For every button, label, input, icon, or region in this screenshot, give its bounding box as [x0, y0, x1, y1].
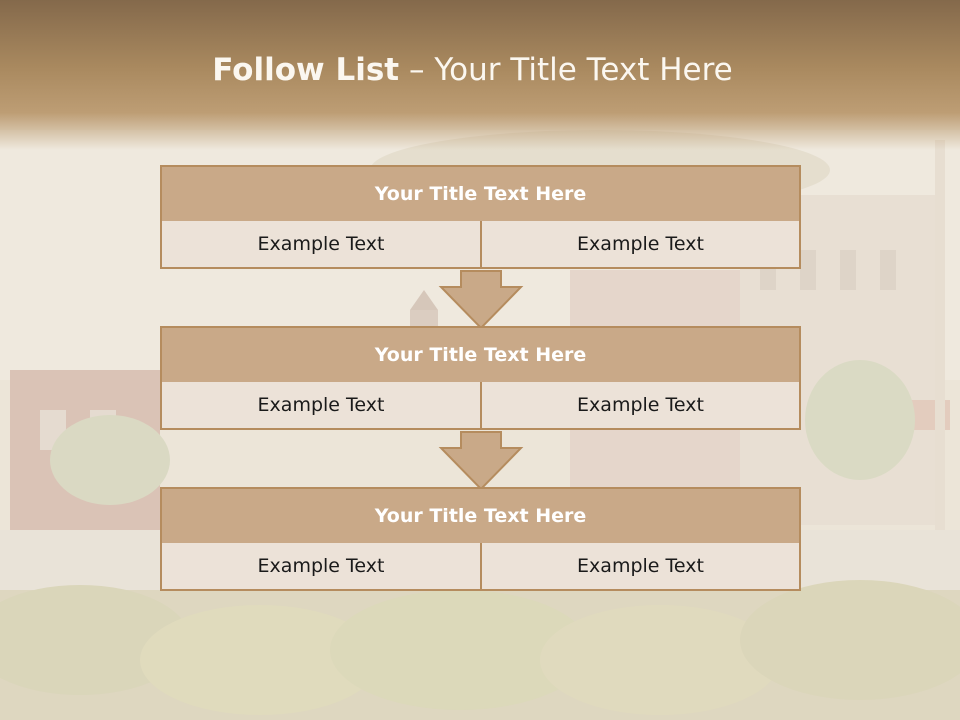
step-1-right-text: Example Text: [480, 221, 801, 269]
step-title-1: Your Title Text Here: [160, 165, 801, 223]
step-block-1: Your Title Text Here Example Text Exampl…: [160, 165, 801, 271]
step-2-right-text: Example Text: [480, 382, 801, 430]
step-3-right-text: Example Text: [480, 543, 801, 591]
title-band: [0, 0, 960, 150]
step-2-left-text: Example Text: [160, 382, 482, 430]
slide-title-bold: Follow List: [212, 52, 400, 88]
down-arrow-icon: [438, 270, 524, 330]
step-block-2: Your Title Text Here Example Text Exampl…: [160, 326, 801, 432]
slide-title-rest: – Your Title Text Here: [399, 52, 733, 88]
slide-title: Follow List – Your Title Text Here: [0, 52, 945, 88]
down-arrow-icon: [438, 431, 524, 491]
step-title-3: Your Title Text Here: [160, 487, 801, 545]
step-1-left-text: Example Text: [160, 221, 482, 269]
step-title-2: Your Title Text Here: [160, 326, 801, 384]
step-block-3: Your Title Text Here Example Text Exampl…: [160, 487, 801, 593]
step-3-left-text: Example Text: [160, 543, 482, 591]
